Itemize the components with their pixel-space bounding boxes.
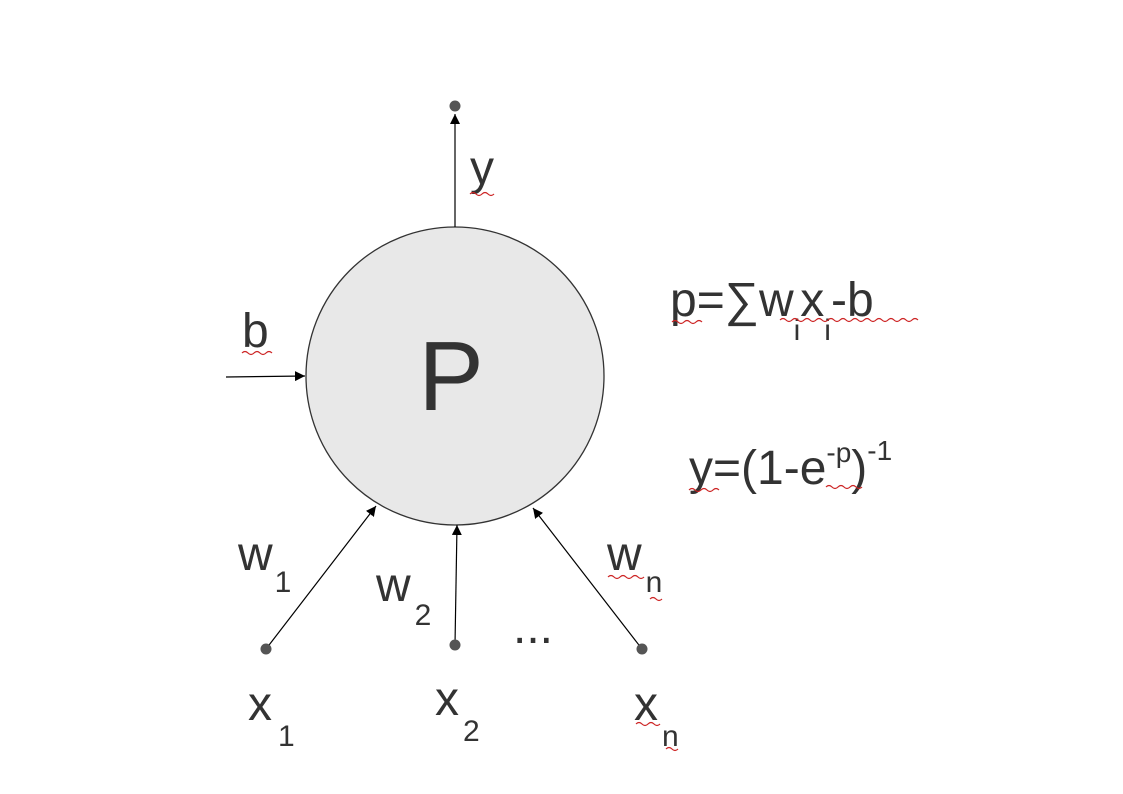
input-2-arrow (451, 524, 462, 646)
spellcheck-underline (665, 746, 679, 752)
input-n-node (636, 643, 648, 655)
input-1-label: x1 (248, 678, 295, 753)
spellcheck-underline (825, 484, 863, 490)
input-2-node (449, 639, 461, 651)
input-n-label: xn (634, 678, 679, 753)
output-label: y (470, 142, 494, 195)
input-1-arrow (265, 505, 377, 650)
input-2-label: x2 (435, 673, 480, 748)
spellcheck-underline (649, 596, 663, 602)
spellcheck-underline (671, 319, 703, 325)
spellcheck-underline (469, 191, 495, 197)
spellcheck-underline (688, 487, 720, 493)
neuron-label: P (418, 321, 483, 431)
weight-n-label: wn (606, 528, 662, 599)
bias-label: b (242, 305, 269, 358)
spellcheck-underline (241, 350, 273, 356)
activation-equation: p=∑wixi-b (670, 274, 874, 347)
spellcheck-underline (635, 721, 661, 727)
spellcheck-underline (779, 317, 919, 323)
weight-2-label: w2 (375, 559, 431, 632)
spellcheck-underline (607, 574, 645, 580)
bias-arrow (225, 371, 306, 382)
input-n-arrow (532, 507, 643, 650)
weight-1-label: w1 (237, 528, 291, 599)
input-1-node (260, 643, 272, 655)
ellipsis-label: ... (513, 601, 553, 654)
output-node (449, 100, 461, 112)
output-equation: y=(1-e-p)-1 (689, 435, 892, 495)
